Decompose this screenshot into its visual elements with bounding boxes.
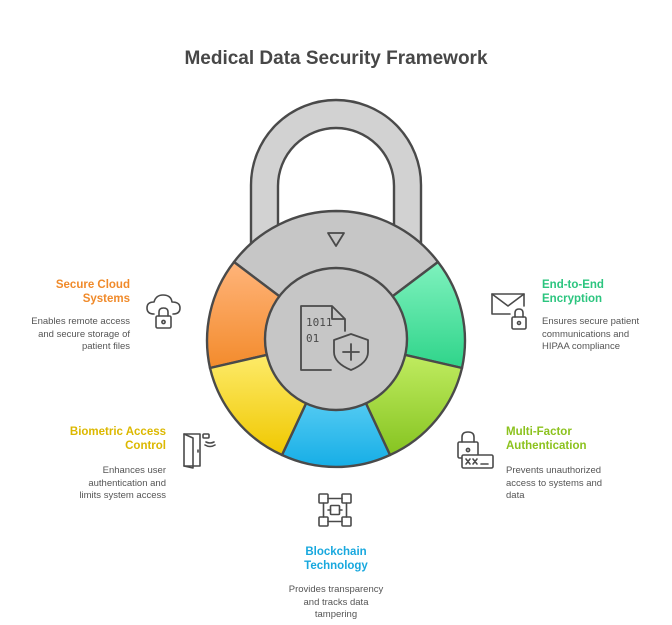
multi-factor-heading: Multi-Factor Authentication xyxy=(506,426,587,452)
password-lock-icon xyxy=(456,430,496,472)
svg-text:1011: 1011 xyxy=(306,316,333,329)
page-title: Medical Data Security Framework xyxy=(184,48,488,69)
svg-text:01: 01 xyxy=(306,332,319,345)
triangle-down-icon xyxy=(327,232,345,247)
biometric-block: Biometric Access Control Enhances user a… xyxy=(30,425,166,503)
encrypted-medical-file-icon: 1011 01 xyxy=(300,305,369,371)
padlock-shackle xyxy=(249,98,423,250)
blockchain-block: Blockchain Technology Provides transpare… xyxy=(266,545,406,622)
encryption-description: Ensures secure patient communications an… xyxy=(542,316,640,352)
multi-factor-description: Prevents unauthorized access to systems … xyxy=(506,465,603,501)
encryption-block: End-to-End Encryption Ensures secure pat… xyxy=(542,278,662,354)
multi-factor-block: Multi-Factor Authentication Prevents una… xyxy=(506,425,636,503)
blockchain-icon xyxy=(317,492,355,530)
secure-cloud-block: Secure Cloud Systems Enables remote acce… xyxy=(20,278,130,354)
blockchain-description: Provides transparency and tracks data ta… xyxy=(288,584,384,620)
door-sensor-icon xyxy=(180,430,218,470)
blockchain-heading: Blockchain Technology xyxy=(304,546,368,572)
envelope-lock-icon xyxy=(490,292,532,332)
biometric-description: Enhances user authentication and limits … xyxy=(79,465,166,501)
secure-cloud-description: Enables remote access and secure storage… xyxy=(31,316,130,352)
cloud-lock-icon xyxy=(144,292,184,334)
secure-cloud-heading: Secure Cloud Systems xyxy=(55,279,130,305)
encryption-heading: End-to-End Encryption xyxy=(542,279,604,305)
biometric-heading: Biometric Access Control xyxy=(69,426,166,452)
